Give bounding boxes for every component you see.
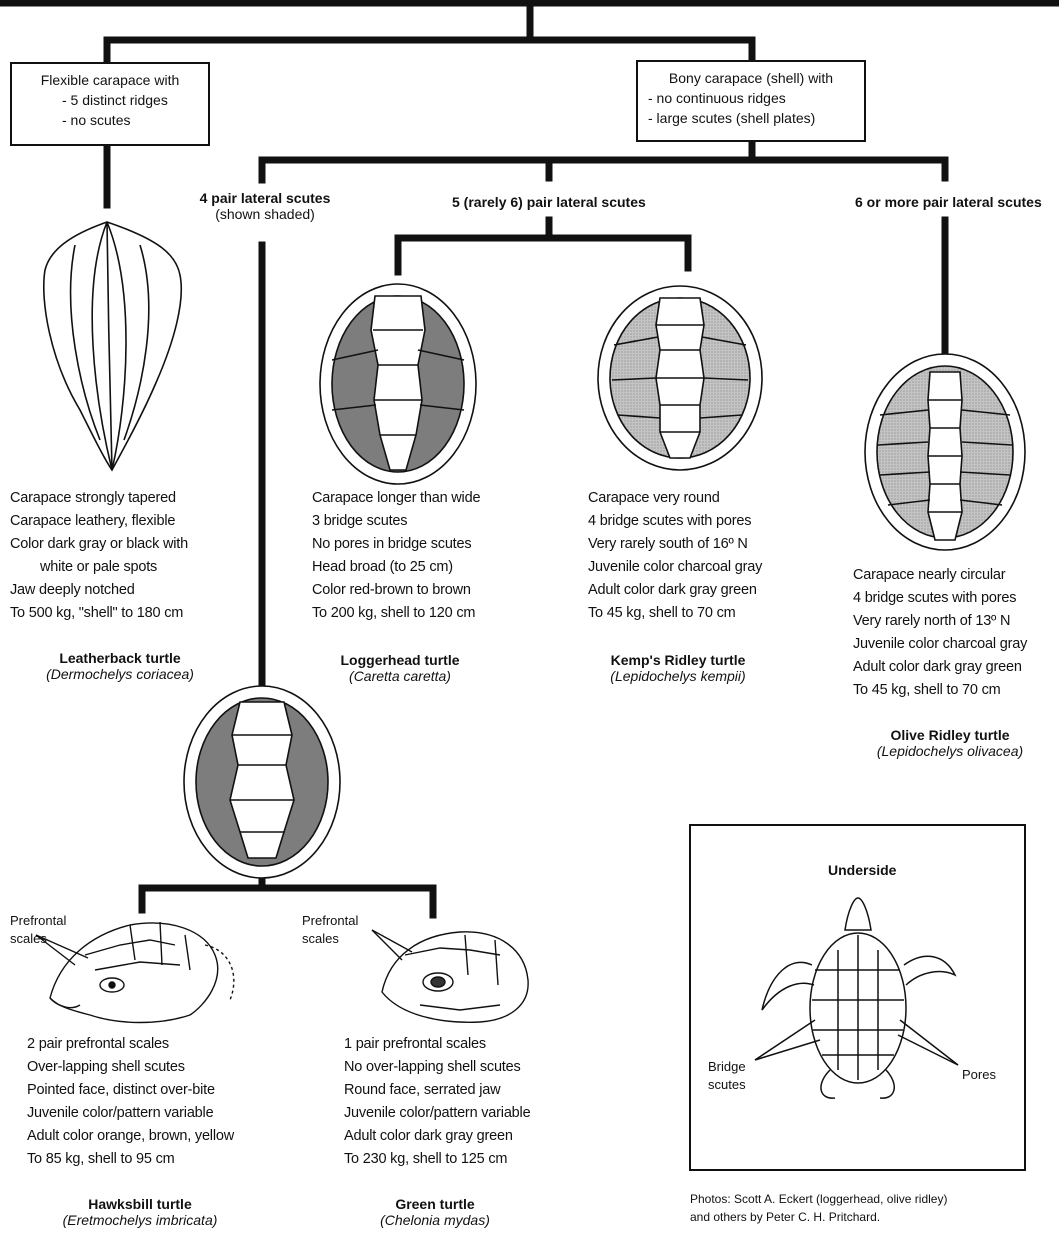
leatherback-label: Leatherback turtle (Dermochelys coriacea… — [20, 650, 220, 682]
olive-ridley-name: Olive Ridley turtle — [850, 727, 1050, 743]
label-line: Bridge — [708, 1058, 746, 1076]
trait: 4 bridge scutes with pores — [853, 587, 1027, 610]
trait: No over-lapping shell scutes — [344, 1056, 530, 1079]
trait: Adult color dark gray green — [344, 1125, 530, 1148]
branch-six-pair-label: 6 or more pair lateral scutes — [855, 194, 1042, 210]
hawksbill-prefrontal-label: Prefrontal scales — [10, 912, 66, 948]
loggerhead-label: Loggerhead turtle (Caretta caretta) — [300, 652, 500, 684]
trait: 3 bridge scutes — [312, 510, 480, 533]
trait: To 45 kg, shell to 70 cm — [588, 602, 762, 625]
trait: Juvenile color charcoal gray — [588, 556, 762, 579]
four-pair-carapace-drawing — [184, 686, 340, 878]
photo-credits: Photos: Scott A. Eckert (loggerhead, oli… — [690, 1190, 947, 1226]
trait: Adult color orange, brown, yellow — [27, 1125, 234, 1148]
flexible-box-line-3: - no scutes — [22, 110, 198, 130]
trait: Head broad (to 25 cm) — [312, 556, 480, 579]
hawksbill-head-drawing — [50, 922, 234, 1023]
flexible-box-line-1: Flexible carapace with — [22, 70, 198, 90]
green-latin: (Chelonia mydas) — [335, 1212, 535, 1228]
label-line: Prefrontal — [302, 912, 358, 930]
branch-four-pair-note: (shown shaded) — [195, 206, 335, 222]
credit-line-2: and others by Peter C. H. Pritchard. — [690, 1208, 947, 1226]
trait: Adult color dark gray green — [588, 579, 762, 602]
label-line: scutes — [708, 1076, 746, 1094]
olive-ridley-latin: (Lepidochelys olivacea) — [850, 743, 1050, 759]
trait: Jaw deeply notched — [10, 579, 188, 602]
bony-box-line-3: - large scutes (shell plates) — [648, 108, 854, 128]
trait: To 45 kg, shell to 70 cm — [853, 679, 1027, 702]
trait: Juvenile color charcoal gray — [853, 633, 1027, 656]
flexible-carapace-box: Flexible carapace with - 5 distinct ridg… — [10, 62, 210, 146]
trait: Carapace very round — [588, 487, 762, 510]
hawksbill-label: Hawksbill turtle (Eretmochelys imbricata… — [40, 1196, 240, 1228]
green-prefrontal-label: Prefrontal scales — [302, 912, 358, 948]
kemps-ridley-label: Kemp's Ridley turtle (Lepidochelys kempi… — [578, 652, 778, 684]
credit-line-1: Photos: Scott A. Eckert (loggerhead, oli… — [690, 1190, 947, 1208]
branch-five-pair-label: 5 (rarely 6) pair lateral scutes — [452, 194, 646, 210]
trait: white or pale spots — [10, 556, 188, 579]
kemps-ridley-latin: (Lepidochelys kempii) — [578, 668, 778, 684]
trait: To 200 kg, shell to 120 cm — [312, 602, 480, 625]
trait: Color dark gray or black with — [10, 533, 188, 556]
kemps-ridley-name: Kemp's Ridley turtle — [578, 652, 778, 668]
loggerhead-carapace-drawing — [320, 284, 476, 484]
trait: Round face, serrated jaw — [344, 1079, 530, 1102]
trait: 1 pair prefrontal scales — [344, 1033, 530, 1056]
trait: Juvenile color/pattern variable — [27, 1102, 234, 1125]
underside-title: Underside — [828, 862, 896, 878]
trait: Carapace nearly circular — [853, 564, 1027, 587]
trait: To 230 kg, shell to 125 cm — [344, 1148, 530, 1171]
hawksbill-latin: (Eretmochelys imbricata) — [40, 1212, 240, 1228]
olive-ridley-label: Olive Ridley turtle (Lepidochelys olivac… — [850, 727, 1050, 759]
label-line: scales — [302, 930, 358, 948]
green-traits: 1 pair prefrontal scales No over-lapping… — [344, 1033, 530, 1171]
leatherback-latin: (Dermochelys coriacea) — [20, 666, 220, 682]
trait: No pores in bridge scutes — [312, 533, 480, 556]
kemps-ridley-traits: Carapace very round 4 bridge scutes with… — [588, 487, 762, 625]
bridge-scutes-label: Bridge scutes — [708, 1058, 746, 1094]
trait: Very rarely south of 16º N — [588, 533, 762, 556]
hawksbill-name: Hawksbill turtle — [40, 1196, 240, 1212]
pores-label: Pores — [962, 1066, 996, 1084]
green-label: Green turtle (Chelonia mydas) — [335, 1196, 535, 1228]
label-line: Prefrontal — [10, 912, 66, 930]
loggerhead-name: Loggerhead turtle — [300, 652, 500, 668]
olive-ridley-traits: Carapace nearly circular 4 bridge scutes… — [853, 564, 1027, 702]
trait: Juvenile color/pattern variable — [344, 1102, 530, 1125]
trait: Color red-brown to brown — [312, 579, 480, 602]
hawksbill-traits: 2 pair prefrontal scales Over-lapping sh… — [27, 1033, 234, 1171]
trait: Carapace longer than wide — [312, 487, 480, 510]
bony-box-line-2: - no continuous ridges — [648, 88, 854, 108]
trait: To 85 kg, shell to 95 cm — [27, 1148, 234, 1171]
leatherback-name: Leatherback turtle — [20, 650, 220, 666]
bony-box-line-1: Bony carapace (shell) with — [648, 68, 854, 88]
trait: Carapace leathery, flexible — [10, 510, 188, 533]
trait: Carapace strongly tapered — [10, 487, 188, 510]
trait: To 500 kg, "shell" to 180 cm — [10, 602, 188, 625]
leatherback-carapace-drawing — [44, 222, 182, 470]
bony-carapace-box: Bony carapace (shell) with - no continuo… — [636, 60, 866, 142]
trait: Adult color dark gray green — [853, 656, 1027, 679]
loggerhead-traits: Carapace longer than wide 3 bridge scute… — [312, 487, 480, 625]
loggerhead-latin: (Caretta caretta) — [300, 668, 500, 684]
trait: 4 bridge scutes with pores — [588, 510, 762, 533]
green-name: Green turtle — [335, 1196, 535, 1212]
label-line: scales — [10, 930, 66, 948]
trait: Very rarely north of 13º N — [853, 610, 1027, 633]
olive-ridley-carapace-drawing — [865, 354, 1025, 550]
branch-four-pair: 4 pair lateral scutes (shown shaded) — [195, 190, 335, 222]
trait: Pointed face, distinct over-bite — [27, 1079, 234, 1102]
leatherback-traits: Carapace strongly tapered Carapace leath… — [10, 487, 188, 625]
kemps-ridley-carapace-drawing — [598, 286, 762, 470]
trait: 2 pair prefrontal scales — [27, 1033, 234, 1056]
branch-four-pair-label: 4 pair lateral scutes — [195, 190, 335, 206]
trait: Over-lapping shell scutes — [27, 1056, 234, 1079]
flexible-box-line-2: - 5 distinct ridges — [22, 90, 198, 110]
